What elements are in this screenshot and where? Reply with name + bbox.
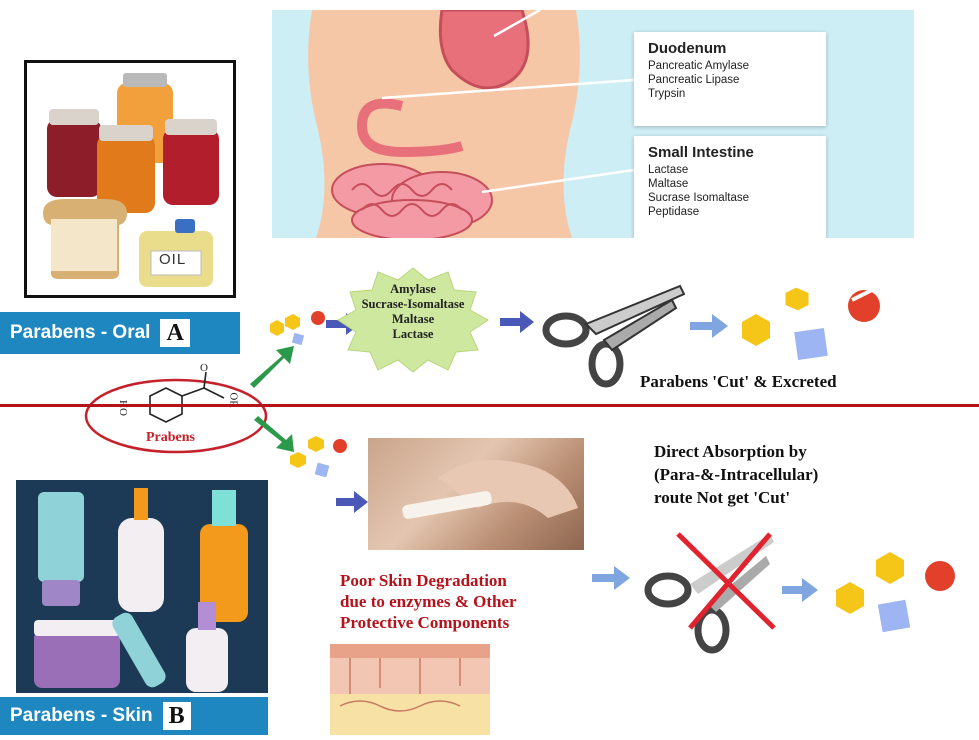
direct-absorption-caption: Direct Absorption by (Para-&-Intracellul… [654,440,818,509]
cut-excreted-caption: Parabens 'Cut' & Excreted [640,372,837,392]
arrow-right-icon [592,566,630,590]
cut-molecule-fragments [742,286,880,360]
scissors-icon [546,286,684,384]
crossed-scissors-icon [648,534,774,650]
enzyme-list: Amylase Sucrase-Isomaltase Maltase Lacta… [352,282,474,342]
direct-caption-line: (Para-&-Intracellular) [654,463,818,486]
poor-caption-line: due to enzymes & Other [340,591,517,612]
enzyme-item: Sucrase-Isomaltase [352,297,474,312]
direct-caption-line: Direct Absorption by [654,440,818,463]
poor-caption-line: Protective Components [340,612,517,633]
skin-layers-illustration [330,636,490,735]
direct-caption-line: route Not get 'Cut' [654,486,818,509]
paraben-molecules-skin [290,436,347,477]
poor-degradation-caption: Poor Skin Degradation due to enzymes & O… [340,570,517,633]
skin-application-photo [368,438,584,550]
molecule-name: Prabens [146,430,195,446]
cosmetic-bottles-image [16,480,268,693]
enzyme-item: Maltase [352,312,474,327]
skin-label-tag: Parabens - Skin B [0,697,268,735]
arrow-right-icon [690,314,728,338]
skin-tag-text: Parabens - Skin [10,705,153,727]
arrow-right-icon [336,491,368,513]
enzyme-item: Lactase [352,327,474,342]
intact-paraben-molecules [836,552,955,632]
paraben-molecules-oral [270,311,325,345]
section-divider [0,404,979,407]
arrow-right-icon [782,578,818,602]
molecule-oh-label: OH [118,400,130,416]
skin-tag-letter: B [163,702,191,730]
enzyme-item: Amylase [352,282,474,297]
arrow-up-right-icon [250,346,294,388]
arrow-right-icon [500,311,534,333]
molecule-o-label: O [200,362,208,374]
cosmetics-illustration [16,480,268,693]
arrow-down-right-icon [254,416,294,452]
poor-caption-line: Poor Skin Degradation [340,570,517,591]
